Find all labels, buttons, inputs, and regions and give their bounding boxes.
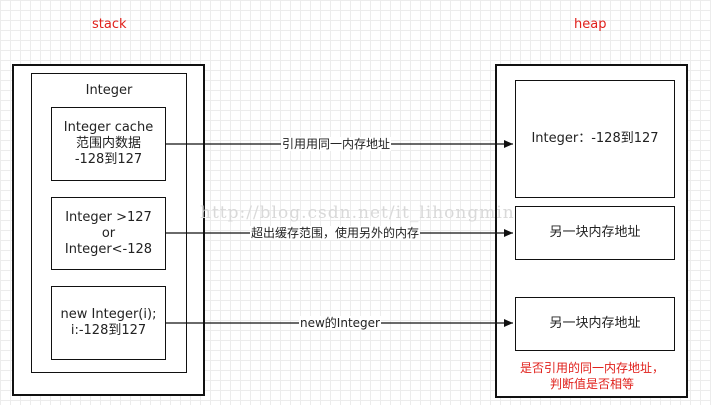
heap-box-memory-1: 另一块内存地址 [515,206,675,260]
heap-label: heap [574,17,607,32]
heap-box-memory-2: 另一块内存地址 [515,297,675,351]
watermark: http://blog.csdn.net/it_lihongmin [200,203,515,223]
stack-box-new-integer: new Integer(i); i:-128到127 [51,286,166,360]
arrow-label-1: 引用用同一内存地址 [281,137,392,151]
arrow-label-3: new的Integer [299,316,381,330]
arrow-label-2: 超出缓存范围，使用另外的内存 [250,226,421,240]
stack-label: stack [92,17,127,32]
heap-note: 是否引用的同一内存地址， 判断值是否相等 [519,361,664,391]
integer-container-title: Integer [85,83,133,98]
stack-box-cache: Integer cache 范围内数据 -128到127 [51,107,166,181]
stack-box-out-of-range: Integer >127 or Integer<-128 [51,197,166,270]
heap-box-cache: Integer：-128到127 [515,80,675,198]
